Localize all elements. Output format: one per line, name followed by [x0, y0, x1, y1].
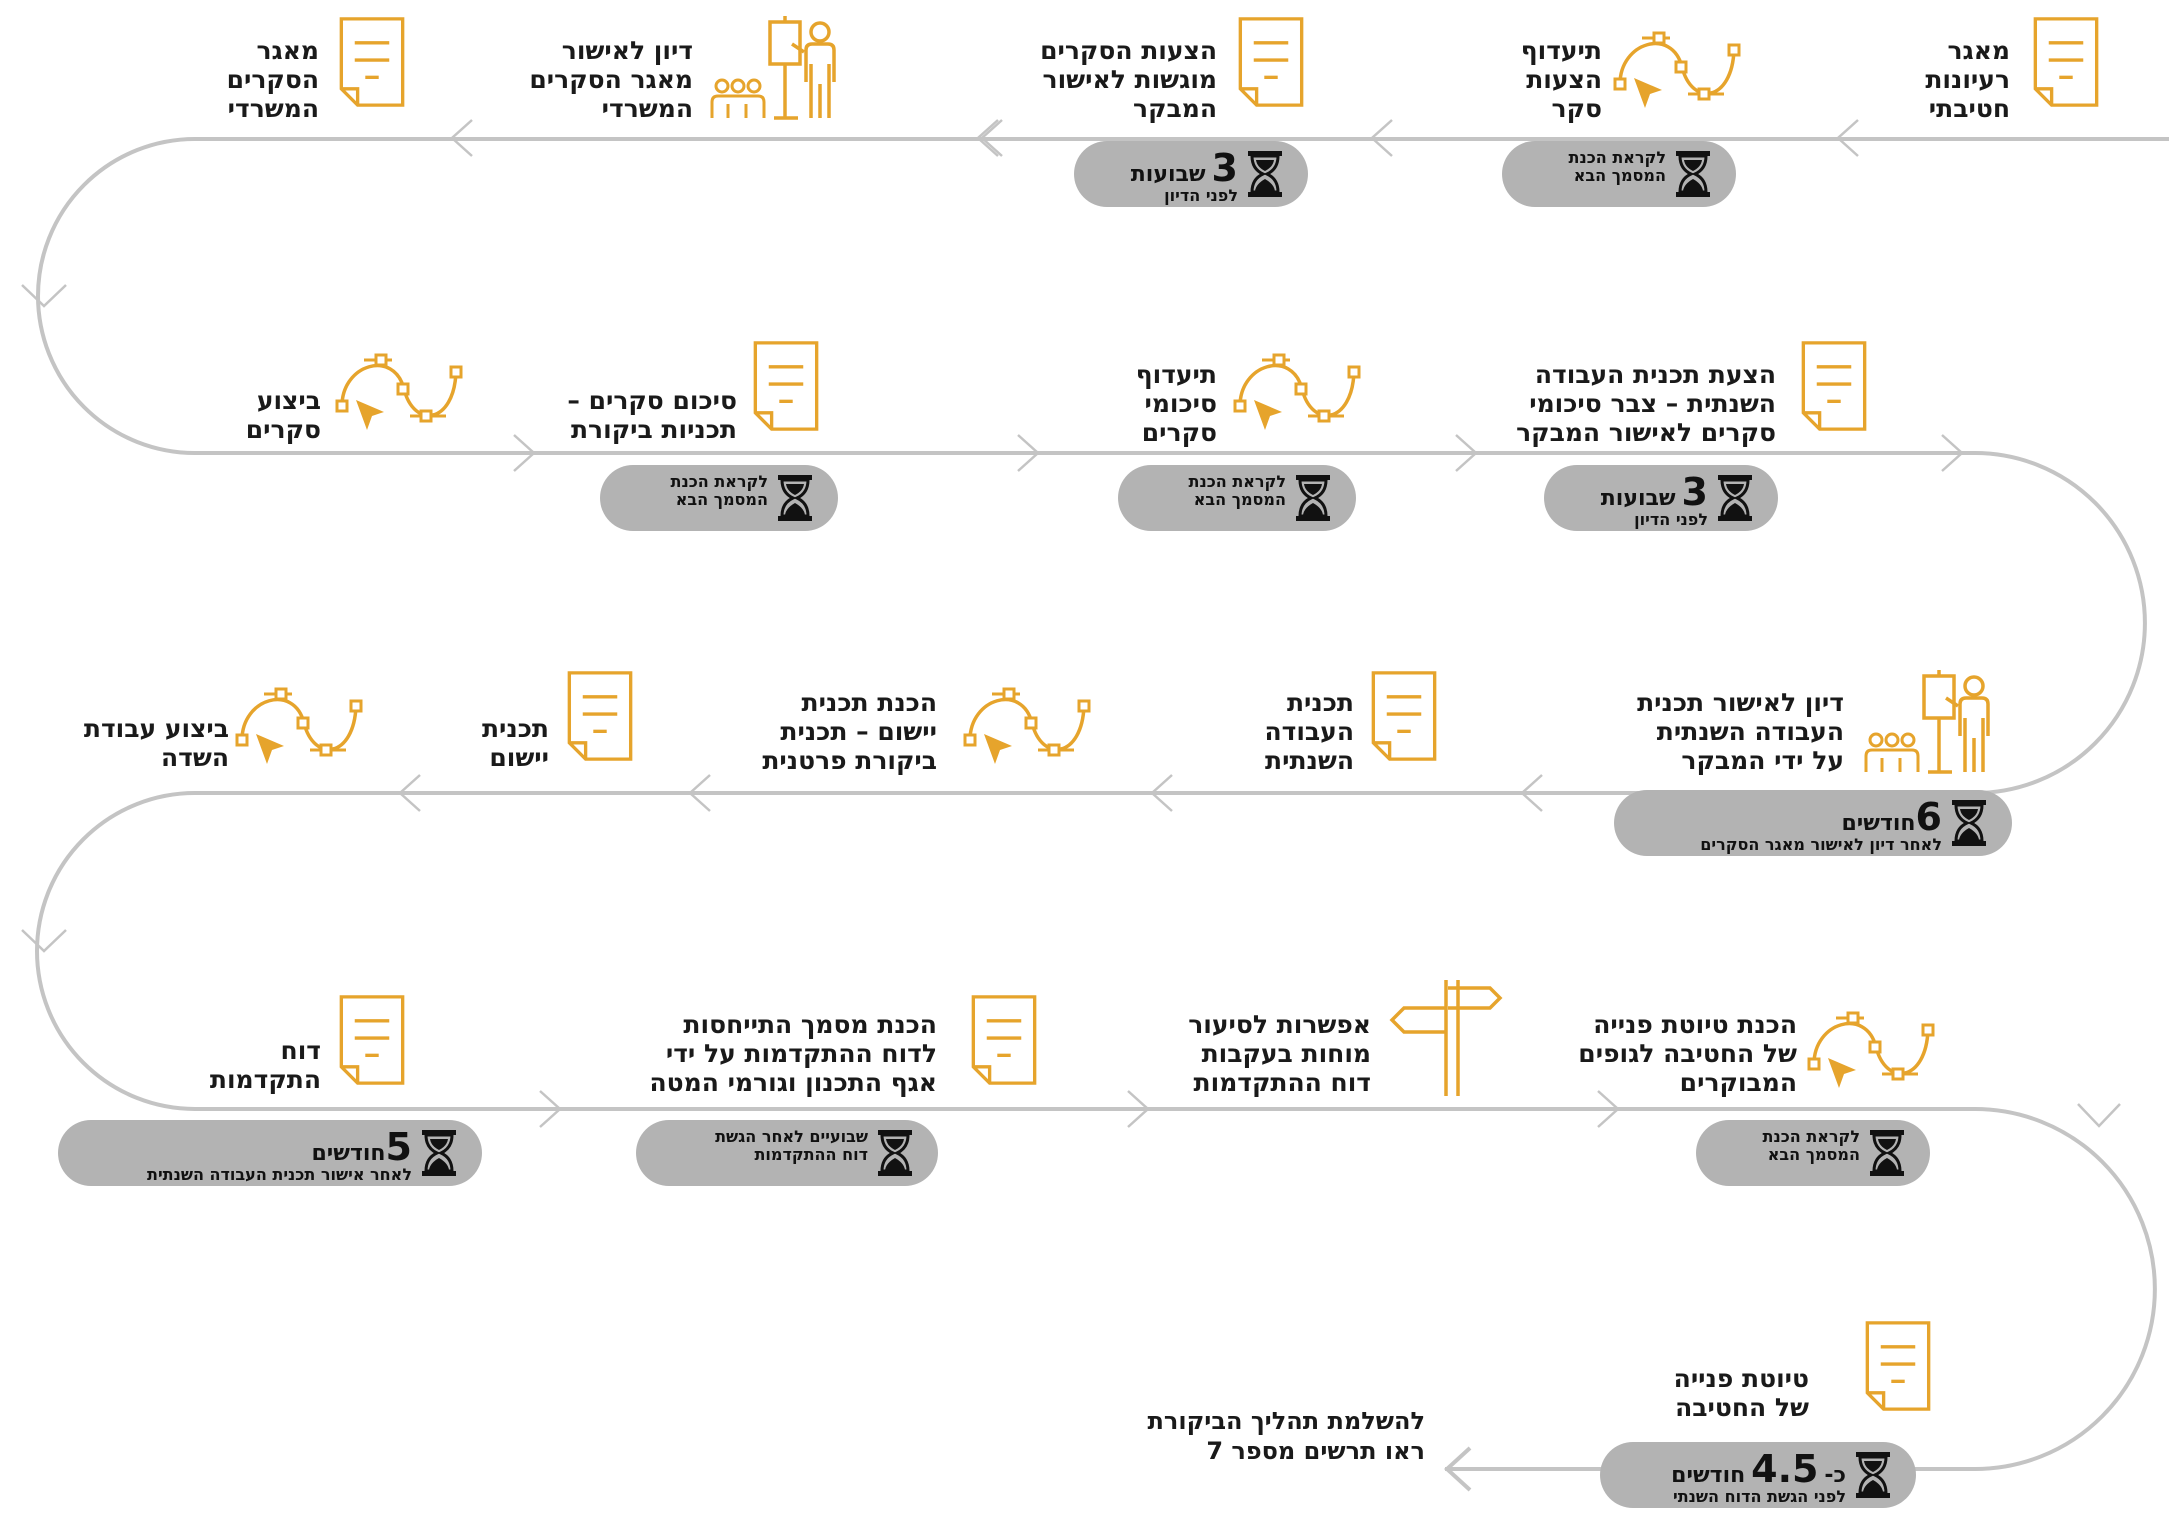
- signpost-icon: [1390, 978, 1502, 1098]
- document-icon: [2033, 17, 2099, 107]
- hourglass-icon: [1952, 800, 1986, 846]
- hourglass-icon: [1856, 1452, 1890, 1498]
- hourglass-icon: [1870, 1130, 1904, 1176]
- document-icon: [1801, 341, 1867, 431]
- bezier-path-icon: [1233, 353, 1361, 432]
- presentation-icon: [1864, 668, 1990, 774]
- document-icon: [1371, 671, 1437, 761]
- step-label: סיכום סקרים –תכניות ביקורת: [567, 386, 737, 444]
- document-icon: [1238, 17, 1304, 107]
- document-icon: [339, 17, 405, 107]
- hourglass-icon: [1248, 151, 1282, 197]
- hourglass-icon: [422, 1130, 456, 1176]
- document-icon: [753, 341, 819, 431]
- hourglass-icon: [1296, 475, 1330, 521]
- hourglass-icon: [1718, 475, 1752, 521]
- document-icon: [567, 671, 633, 761]
- bezier-path-icon: [235, 687, 363, 766]
- hourglass-icon: [878, 1130, 912, 1176]
- bezier-path-icon: [335, 353, 463, 432]
- bezier-path-icon: [1613, 31, 1741, 110]
- document-icon: [339, 995, 405, 1085]
- presentation-icon: [710, 14, 836, 120]
- bezier-path-icon: [1807, 1011, 1935, 1090]
- document-icon: [971, 995, 1037, 1085]
- bezier-path-icon: [963, 687, 1091, 766]
- hourglass-icon: [1676, 151, 1710, 197]
- hourglass-icon: [778, 475, 812, 521]
- document-icon: [1865, 1321, 1931, 1411]
